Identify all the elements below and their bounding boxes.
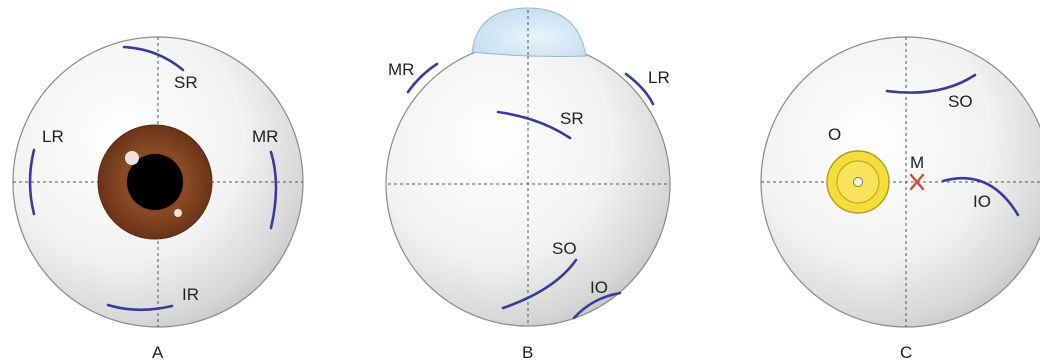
label-sr-b: SR	[560, 109, 584, 128]
label-ir-a: IR	[182, 285, 199, 304]
panel-b: MR LR SR SO IO B	[385, 7, 671, 362]
macula-marker	[909, 173, 925, 191]
label-mr-a: MR	[252, 127, 278, 146]
muscle-io-c	[941, 176, 1020, 217]
muscle-so-c	[885, 73, 977, 94]
highlight-small	[174, 209, 182, 217]
pupil	[127, 154, 183, 210]
label-io-c: IO	[973, 192, 991, 211]
iris	[97, 124, 213, 240]
label-m-c: M	[910, 153, 924, 172]
muscle-mr-b	[406, 62, 439, 94]
panel-letter-b: B	[522, 343, 533, 362]
label-mr-b: MR	[388, 60, 414, 79]
highlight-large	[125, 151, 139, 165]
muscle-lr-b	[624, 72, 655, 106]
muscle-so-b	[501, 258, 578, 310]
optic-nerve	[826, 150, 890, 214]
panel-letter-c: C	[900, 343, 912, 362]
panel-letter-a: A	[152, 343, 164, 362]
muscle-lr-a	[28, 148, 36, 216]
label-lr-a: LR	[42, 127, 64, 146]
panel-c: O M SO IO C	[760, 36, 1040, 362]
muscle-sr-a	[122, 45, 185, 72]
muscle-io-b	[572, 291, 622, 320]
muscle-ir-a	[106, 303, 174, 312]
label-io-b: IO	[590, 278, 608, 297]
label-sr-a: SR	[174, 73, 198, 92]
label-o-c: O	[828, 125, 841, 144]
optic-nerve-center	[853, 177, 863, 187]
label-lr-b: LR	[648, 68, 670, 87]
muscle-sr-b	[496, 110, 572, 140]
muscle-mr-a	[269, 150, 278, 230]
cornea	[471, 7, 587, 57]
label-so-c: SO	[948, 92, 973, 111]
label-so-b: SO	[552, 239, 577, 258]
panel-a: SR LR MR IR A	[12, 36, 304, 362]
